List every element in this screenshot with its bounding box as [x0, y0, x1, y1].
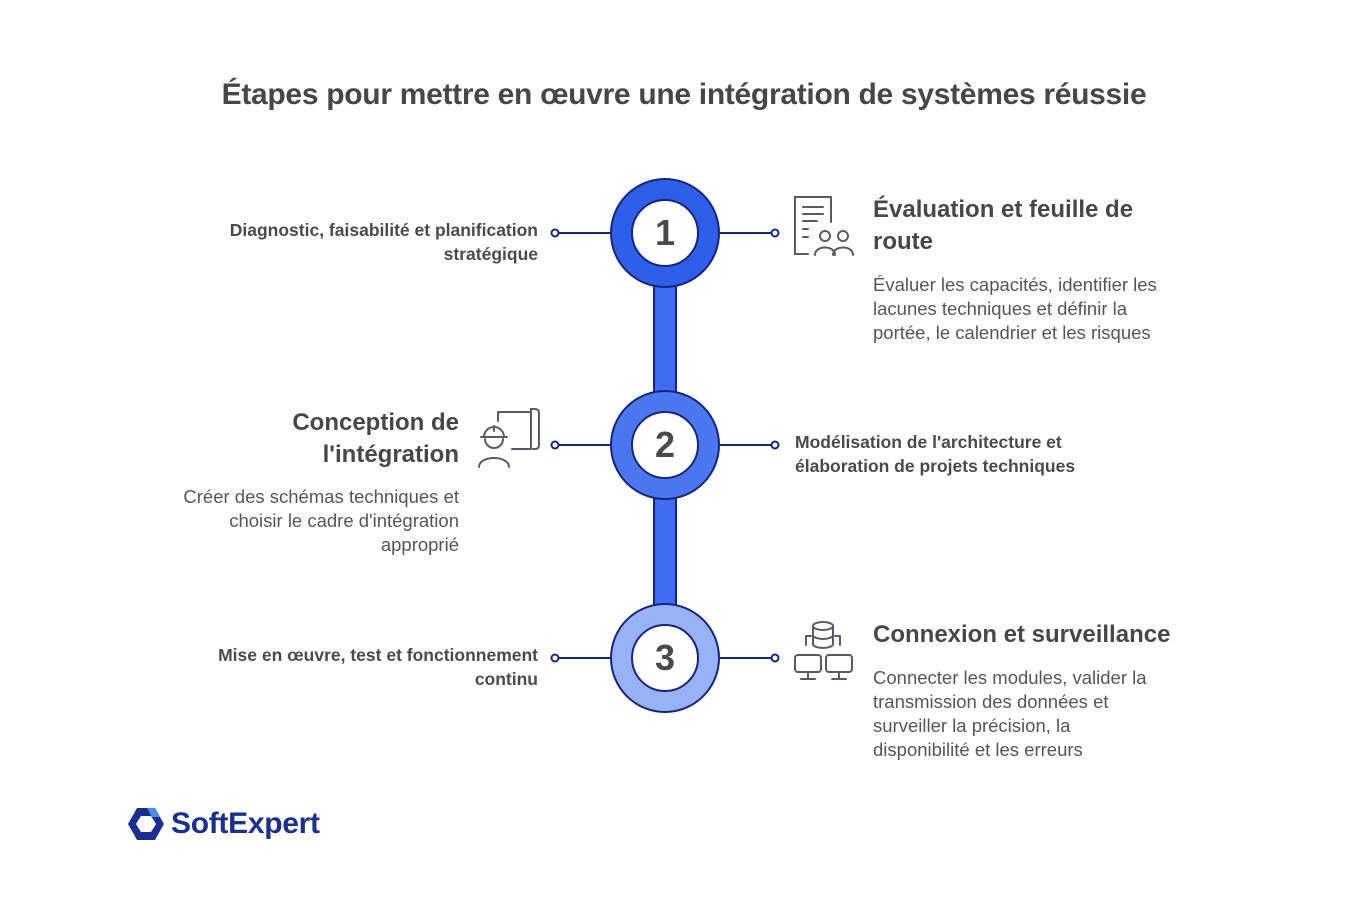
step-3-description-line: Connecter les modules, valider la: [873, 667, 1147, 688]
step-1-side-label-line: stratégique: [443, 244, 538, 264]
step-1-heading-line: Évaluation et feuille de: [873, 196, 1134, 223]
step-1-side-label: Diagnostic, faisabilité et planification…: [160, 218, 538, 266]
step-2-side-label-line: élaboration de projets techniques: [795, 456, 1076, 476]
step-1-heading-line: route: [873, 228, 933, 255]
step-3-description-line: disponibilité et les erreurs: [873, 739, 1083, 760]
step-3-side-label: Mise en œuvre, test et fonctionnement co…: [160, 643, 538, 691]
connector-1-2: [653, 284, 677, 396]
step-2-description-line: choisir le cadre d'intégration: [229, 510, 459, 531]
step-1-heading: Évaluation et feuille de route: [873, 194, 1193, 258]
step-2-description: Créer des schémas techniques et choisir …: [140, 485, 459, 557]
step-2-description-line: approprié: [380, 534, 459, 555]
step-3-heading-line: Connexion et surveillance: [873, 621, 1171, 648]
step-2-heading: Conception de l'intégration: [160, 407, 459, 471]
step-1-description: Évaluer les capacités, identifier les la…: [873, 273, 1203, 345]
logo-text: SoftExpert: [171, 807, 320, 840]
step-3-side-label-line: continu: [474, 669, 538, 689]
document-team-icon: [794, 196, 854, 256]
leader-dot-left-1: [550, 228, 560, 238]
step-1-description-line: lacunes techniques et définir la: [873, 298, 1128, 319]
engineer-blueprint-icon: [478, 408, 540, 468]
step-1-number: 1: [654, 212, 676, 253]
step-3-heading: Connexion et surveillance: [873, 619, 1213, 651]
step-3-description-line: transmission des données et: [873, 691, 1109, 712]
step-3-description: Connecter les modules, valider la transm…: [873, 666, 1203, 762]
leader-dot-left-3: [550, 653, 560, 663]
step-2-circle: [610, 390, 720, 500]
step-3-number: 3: [654, 637, 676, 678]
step-3-circle: [610, 603, 720, 713]
step-1-side-label-line: Diagnostic, faisabilité et planification: [229, 220, 538, 240]
database-network-icon: [794, 621, 853, 680]
step-2-heading-line: Conception de: [292, 409, 459, 436]
step-1-description-line: Évaluer les capacités, identifier les: [873, 274, 1157, 295]
step-3-side-label-line: Mise en œuvre, test et fonctionnement: [218, 645, 538, 665]
page-title: Étapes pour mettre en œuvre une intégrat…: [221, 78, 1147, 111]
step-2-side-label: Modélisation de l'architecture et élabor…: [795, 430, 1155, 478]
softexpert-hexagon-logo-icon: [128, 808, 164, 840]
step-1-circle: [610, 178, 720, 288]
connector-2-3: [653, 497, 677, 609]
step-3-description-line: surveiller la précision, la: [873, 715, 1071, 736]
step-2-side-label-line: Modélisation de l'architecture et: [795, 432, 1062, 452]
step-2-description-line: Créer des schémas techniques et: [183, 486, 459, 507]
step-2-heading-line: l'intégration: [322, 441, 459, 468]
leader-dot-left-2: [550, 440, 560, 450]
leader-dot-right-3: [770, 653, 780, 663]
leader-dot-right-1: [770, 228, 780, 238]
step-2-number: 2: [654, 424, 676, 465]
step-1-description-line: portée, le calendrier et les risques: [873, 322, 1151, 343]
softexpert-logo: SoftExpert: [127, 806, 320, 842]
leader-dot-right-2: [770, 440, 780, 450]
